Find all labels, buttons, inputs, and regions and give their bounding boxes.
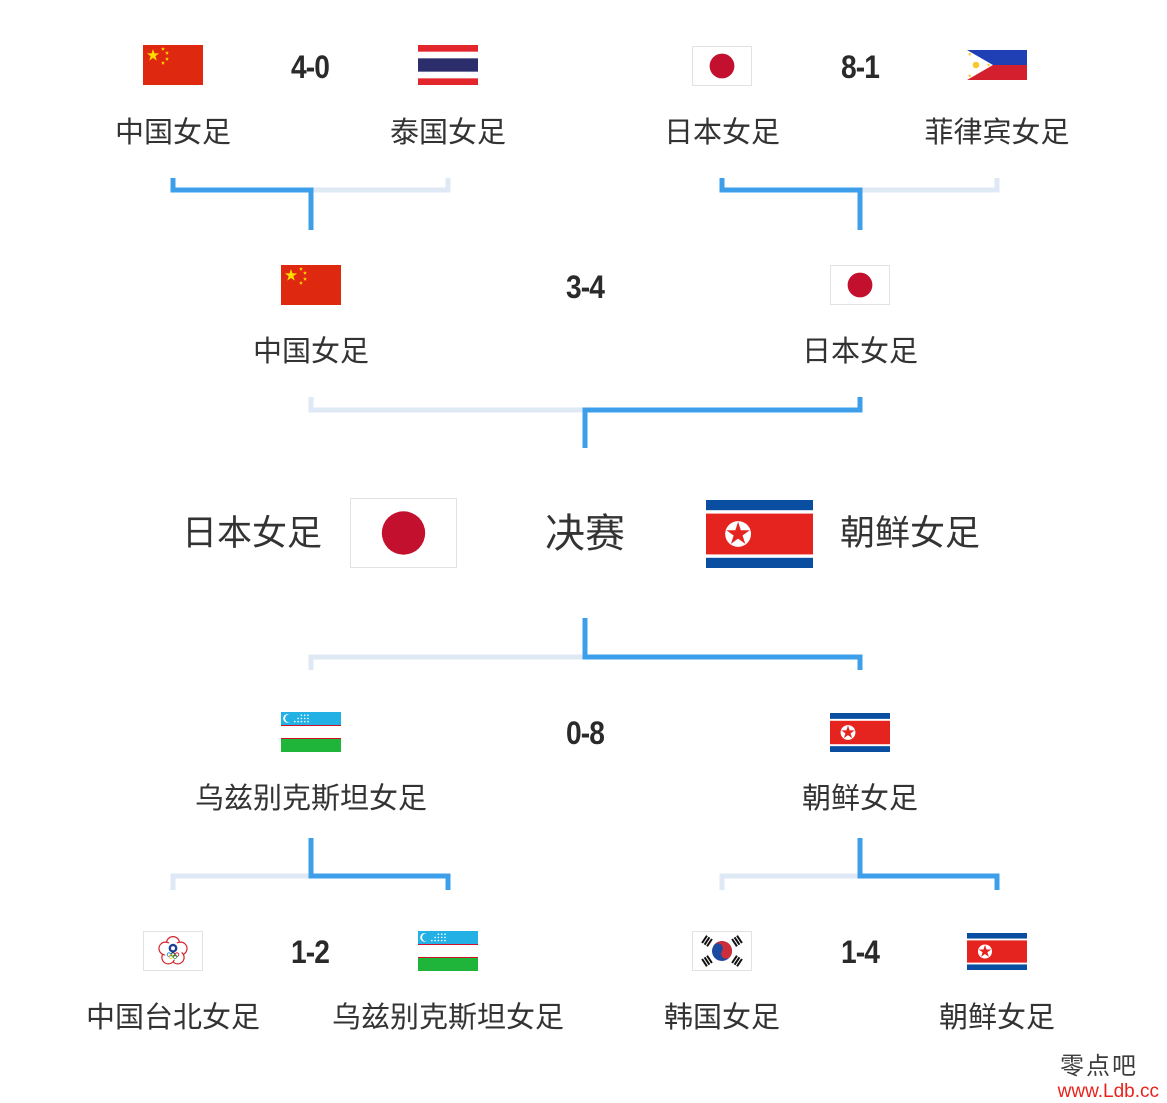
eliminated-path <box>308 654 585 670</box>
uzbekistan-flag <box>281 712 341 752</box>
eliminated-path <box>719 873 860 890</box>
team-name: 日本女足 <box>801 334 918 368</box>
connector-upper-round1-left <box>170 178 451 230</box>
north-korea-flag <box>706 500 813 568</box>
team-name: 中国女足 <box>252 334 369 368</box>
connector-lower-round1-right <box>719 838 1000 890</box>
team-name: 朝鲜女足 <box>801 781 918 815</box>
uzbekistan-flag <box>418 931 478 971</box>
thailand-flag <box>418 45 478 85</box>
team-name: 朝鲜女足 <box>938 1000 1055 1034</box>
watermark-brand: 零点吧 <box>1060 1052 1138 1080</box>
advancing-path <box>585 397 863 413</box>
team-name: 乌兹别克斯坦女足 <box>194 781 427 815</box>
connector-lower-semifinal <box>308 618 863 670</box>
north-korea-flag <box>830 713 890 752</box>
final-label: 决赛 <box>545 511 625 557</box>
advancing-path <box>170 178 311 193</box>
connector-upper-semifinal <box>308 397 863 448</box>
eliminated-path <box>311 178 451 193</box>
advancing-path <box>719 178 860 193</box>
japan-flag <box>830 265 890 305</box>
advancing-path <box>311 873 451 890</box>
match-score: 0-8 <box>565 715 605 751</box>
team-name: 中国台北女足 <box>85 1000 260 1034</box>
eliminated-path <box>170 873 311 890</box>
team-name: 乌兹别克斯坦女足 <box>331 1000 564 1034</box>
watermark-url: www.Ldb.cc <box>1057 1081 1159 1102</box>
eliminated-path <box>860 178 1000 193</box>
match-score: 3-4 <box>565 269 605 305</box>
final-home-name: 日本女足 <box>181 514 322 554</box>
match-score: 1-2 <box>290 934 330 970</box>
china-flag <box>143 45 203 85</box>
connector-upper-round1-right <box>719 178 1000 230</box>
advancing-path <box>860 873 1000 890</box>
philippines-flag <box>967 50 1027 80</box>
team-name: 韩国女足 <box>663 1000 780 1034</box>
japan-flag <box>350 498 457 568</box>
team-name: 泰国女足 <box>389 115 506 149</box>
south-korea-flag <box>692 931 752 971</box>
eliminated-path <box>308 397 585 413</box>
team-name: 日本女足 <box>663 115 780 149</box>
japan-flag <box>692 46 752 86</box>
advancing-path <box>585 654 863 670</box>
team-name: 菲律宾女足 <box>924 115 1070 149</box>
match-score: 1-4 <box>840 934 880 970</box>
china-flag <box>281 265 341 305</box>
north-korea-flag <box>967 933 1027 970</box>
connector-lower-round1-left <box>170 838 451 890</box>
chinese-taipei-flag <box>143 931 203 971</box>
final-away-name: 朝鲜女足 <box>840 514 981 554</box>
match-score: 4-0 <box>290 49 330 85</box>
match-score: 8-1 <box>840 49 880 85</box>
team-name: 中国女足 <box>114 115 231 149</box>
